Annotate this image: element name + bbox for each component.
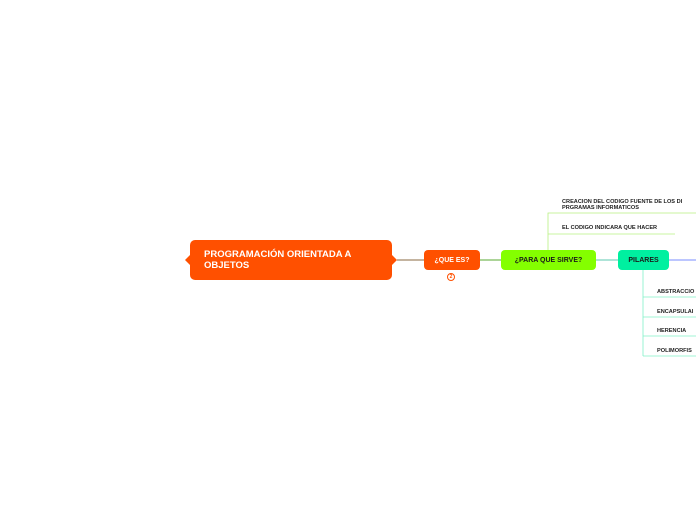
subtopic-polimorfismo[interactable]: POLIMORFIS [657, 348, 692, 354]
root-left-pointer [185, 255, 190, 265]
topic-para-que-sirve[interactable]: ¿PARA QUE SIRVE? [501, 250, 596, 270]
root-right-pointer [392, 255, 397, 265]
topic-para-que-sirve-label: ¿PARA QUE SIRVE? [514, 256, 583, 264]
subtopic-herencia[interactable]: HERENCIA [657, 328, 687, 334]
topic-pilares[interactable]: PILARES [618, 250, 669, 270]
collapse-count: 2 [449, 274, 453, 280]
subtopic-encapsulamiento[interactable]: ENCAPSULAI [657, 309, 694, 315]
root-topic[interactable]: PROGRAMACIÓN ORIENTADA A OBJETOS [190, 240, 392, 280]
collapse-toggle-que-es[interactable]: 2 [447, 273, 455, 281]
subtopic-codigo-indicara[interactable]: EL CODIGO INDICARA QUE HACER [562, 225, 658, 231]
topic-que-es-label: ¿QUE ES? [434, 256, 470, 264]
connector-para-child-1 [547, 212, 696, 250]
subtopic-creacion-codigo[interactable]: CREACION DEL CODIGO FUENTE DE LOS DI PRG… [562, 199, 683, 212]
topic-pilares-label: PILARES [628, 256, 659, 264]
topic-que-es[interactable]: ¿QUE ES? [424, 250, 480, 270]
root-topic-label: PROGRAMACIÓN ORIENTADA A OBJETOS [204, 249, 352, 271]
subtopic-abstraccion[interactable]: ABSTRACCIO [657, 289, 695, 295]
